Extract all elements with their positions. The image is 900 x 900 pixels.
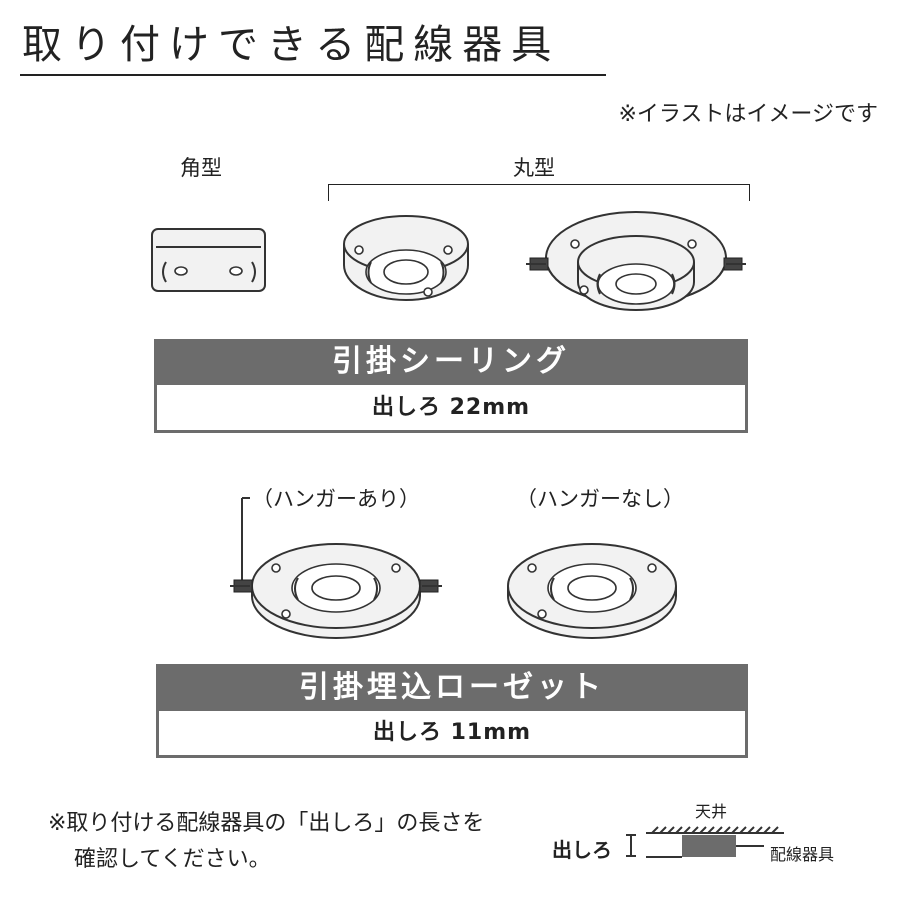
ceiling-label: 天井 [695,802,728,821]
bottom-note: ※取り付ける配線器具の「出しろ」の長さを 確認してください。 [48,806,484,878]
embedded-rosette-with-hanger-illustration [230,497,442,639]
bottom-note-line1: ※取り付ける配線器具の「出しろ」の長さを [48,811,485,836]
without-hanger-label: （ハンガーなし） [516,487,684,511]
fixture-label: 配線器具 [770,845,835,864]
bottom-note-line2: 確認してください。 [74,847,271,872]
with-hanger-label: （ハンガーあり） [252,487,420,511]
ceiling-banner: 引掛シーリング [154,339,748,385]
round-type-label: 丸型 [513,156,555,180]
round-ceiling-fixture-with-hanger-illustration [526,211,746,311]
page-title: 取り付けできる配線器具 [22,22,561,68]
rosette-dashiro-value: 出しろ 11mm [156,711,748,758]
illustration-note: ※イラストはイメージです [618,102,878,127]
title-underline [20,74,606,76]
square-ceiling-fixture-illustration [151,228,266,292]
rosette-banner: 引掛埋込ローゼット [156,664,748,711]
dashiro-label: 出しろ [552,838,612,862]
embedded-rosette-without-hanger-illustration [507,543,677,639]
round-type-bracket [328,184,750,201]
dashiro-diagram [626,826,784,858]
ceiling-dashiro-value: 出しろ 22mm [154,385,748,433]
round-ceiling-fixture-illustration [343,215,469,301]
square-type-label: 角型 [180,156,222,180]
